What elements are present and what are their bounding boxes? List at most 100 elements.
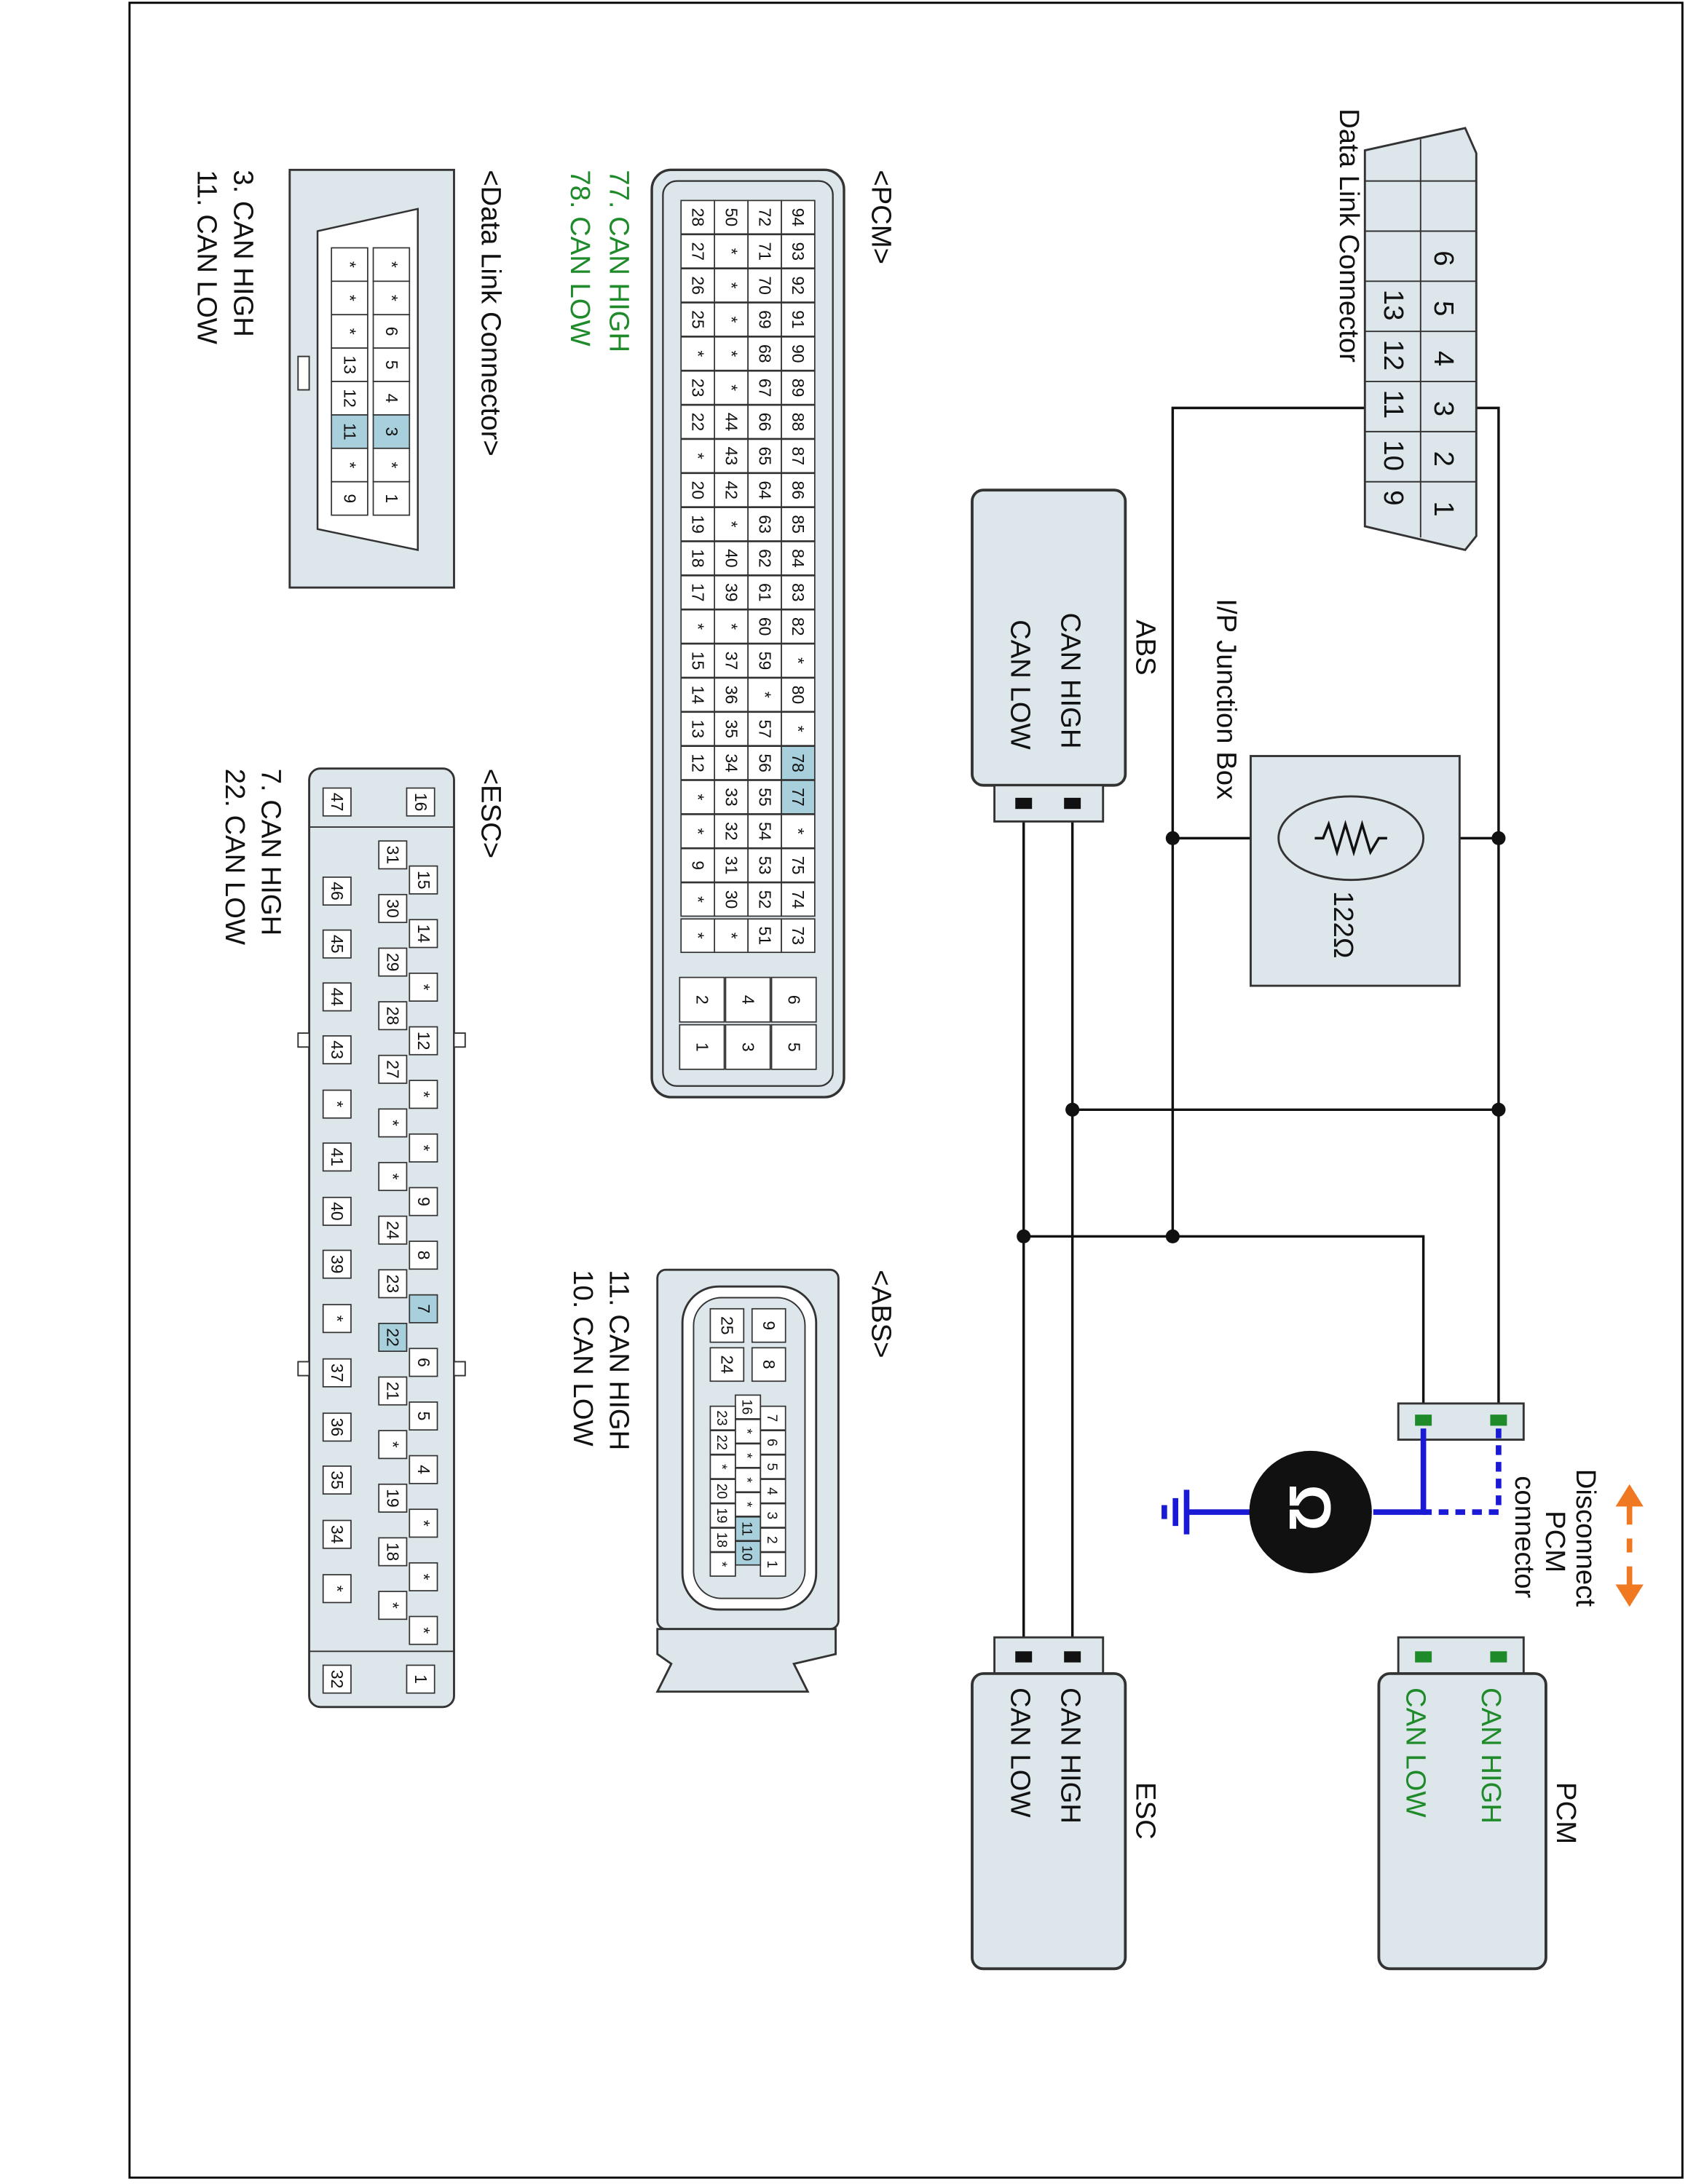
pcm-pin-label: 57 [755, 719, 774, 738]
pcm-aux-pin [770, 976, 817, 1023]
pcm-pin [781, 847, 816, 883]
wiring [1022, 406, 1500, 1652]
pcm-pin-label: 36 [722, 686, 741, 705]
pcm-pin-label: * [689, 896, 708, 903]
esc-pin-label: 8 [414, 1251, 433, 1260]
esc-signal-high: CAN HIGH [1054, 1688, 1086, 1824]
pcm-pin-label: 14 [689, 686, 708, 705]
pcm-view-title: <PCM> [865, 170, 896, 264]
abs-title: ABS [1130, 620, 1162, 676]
esc-pin [322, 1358, 352, 1388]
abs-legend-high: 11. CAN HIGH [604, 1270, 635, 1450]
pcm-pin [680, 574, 715, 610]
pcm-pin [747, 643, 782, 678]
abs-pin-label: 19 [714, 1508, 729, 1523]
pcm-pin-label: 54 [755, 822, 774, 841]
dlc-view-pin-label: * [340, 328, 359, 335]
dlc-view-pin-label: * [340, 261, 359, 268]
meter-action-line2: PCM [1539, 1511, 1571, 1572]
esc-pin-label: * [384, 1602, 403, 1609]
esc-pin [378, 1537, 408, 1567]
abs-pin-label: 10 [738, 1546, 754, 1561]
abs-pin [709, 1479, 736, 1504]
esc-pin-label: 35 [328, 1471, 347, 1489]
esc-pin-label: 27 [384, 1060, 403, 1079]
esc-pin-label: 12 [414, 1032, 433, 1051]
abs-pin [734, 1418, 762, 1444]
esc-pin-label: 44 [328, 988, 347, 1007]
esc-pin-label: 31 [384, 846, 403, 865]
esc-pin-label: 32 [328, 1670, 347, 1689]
esc-pin [409, 1455, 438, 1484]
pcm-pin-label: 73 [789, 926, 808, 945]
esc-pin [378, 1323, 408, 1352]
pcm-aux-pin-label: 5 [784, 1042, 803, 1052]
pcm-pin [680, 268, 715, 303]
esc-pin-label: 37 [328, 1364, 347, 1382]
pcm-pin-label: * [689, 623, 708, 630]
pcm-pin-label: 51 [755, 926, 774, 945]
pcm-pin-label: 61 [755, 583, 774, 602]
pcm-pin-label: 72 [755, 208, 774, 227]
esc-pin [322, 1574, 352, 1604]
pcm-pin [781, 574, 816, 610]
disconnect-arrow-icon [1615, 1484, 1644, 1607]
dlc-view-pin-label: * [340, 295, 359, 301]
pcm-pin [781, 199, 816, 235]
pcm-pin [680, 336, 715, 371]
esc-pin [322, 1035, 352, 1065]
esc-pin-label: * [414, 984, 433, 991]
esc-pin-label: * [414, 1091, 433, 1098]
pcm-pin-label: * [722, 933, 741, 939]
dlc-pin: 10 [1378, 440, 1409, 471]
esc-pin-label: * [414, 1520, 433, 1527]
pcm-pin [747, 507, 782, 542]
pcm-aux-pin [725, 1024, 771, 1070]
esc-legend-high: 7. CAN HIGH [256, 769, 287, 936]
esc-pin-label: * [328, 1101, 347, 1107]
dlc-view-pin [331, 280, 368, 316]
pcm-pin-label: 70 [755, 276, 774, 295]
pcm-pin-label: 20 [689, 480, 708, 499]
dlc-view-pin [331, 247, 368, 282]
abs-pin [734, 1540, 762, 1566]
abs-pin [734, 1492, 762, 1517]
abs-pin [709, 1405, 736, 1431]
dlc-view-pin-label: 1 [382, 494, 401, 503]
esc-pin-label: 43 [328, 1040, 347, 1059]
pcm-pin [680, 472, 715, 508]
esc-module: ESC CAN HIGH CAN LOW [971, 1636, 1162, 1971]
pcm-pin-label: 44 [722, 413, 741, 432]
pcm-legend-high: 77. CAN HIGH [604, 170, 635, 352]
esc-pin [409, 865, 438, 895]
esc-pin [322, 1142, 352, 1172]
dlc-view-pin-label: 9 [340, 494, 359, 503]
pcm-pin-label: 53 [755, 856, 774, 875]
abs-pin-label: 4 [764, 1487, 779, 1495]
esc-pin-label: 14 [414, 925, 433, 943]
pcm-pin-label: * [689, 933, 708, 939]
abs-pin-label: * [738, 1428, 754, 1434]
pcm-pin-label: 32 [722, 822, 741, 841]
abs-pin-label: 7 [764, 1415, 779, 1423]
pcm-aux-pin-label: 6 [784, 995, 803, 1005]
pcm-pin [747, 609, 782, 644]
abs-pin-label: * [714, 1562, 729, 1567]
pcm-pin-label: * [722, 282, 741, 289]
esc-pin [406, 787, 435, 817]
pcm-signal-low: CAN LOW [1400, 1688, 1432, 1818]
abs-pin-label: 20 [714, 1484, 729, 1499]
junction-box: I/P Junction Box 122Ω [1211, 598, 1461, 987]
dlc-view-title: <Data Link Connector> [476, 170, 507, 456]
pcm-pin-label: 59 [755, 652, 774, 670]
pcm-pin-label: 19 [689, 515, 708, 534]
abs-pin [709, 1503, 736, 1528]
pcm-pin-label: 93 [789, 242, 808, 261]
pcm-pin-label: 90 [789, 344, 808, 363]
dlc-view-pin-label: * [382, 462, 401, 468]
pcm-pin [781, 882, 816, 917]
dlc-view-pin [331, 381, 368, 416]
pcm-pin-label: 75 [789, 856, 808, 875]
pcm-pin-label: * [722, 623, 741, 630]
